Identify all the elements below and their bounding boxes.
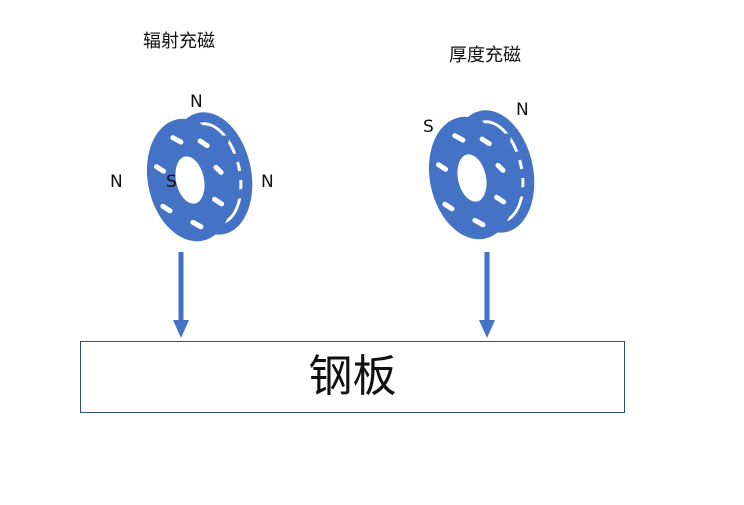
- radial-arrow: [173, 252, 189, 338]
- steel-plate-label: 钢板: [308, 351, 397, 402]
- thickness-magnet-title: 厚度充磁: [449, 45, 521, 66]
- radial-pole-right: N: [261, 172, 274, 192]
- radial-magnet-title: 辐射充磁: [143, 31, 215, 52]
- steel-plate: 钢板: [80, 341, 625, 413]
- radial-pole-center: S: [166, 172, 177, 192]
- thickness-pole-left: S: [423, 117, 434, 137]
- radial-pole-top: N: [190, 92, 203, 112]
- thickness-arrow: [479, 252, 495, 338]
- radial-pole-left: N: [110, 172, 123, 192]
- thickness-magnet-icon: [418, 103, 546, 248]
- thickness-pole-right: N: [516, 100, 529, 120]
- radial-magnet-icon: [136, 105, 264, 250]
